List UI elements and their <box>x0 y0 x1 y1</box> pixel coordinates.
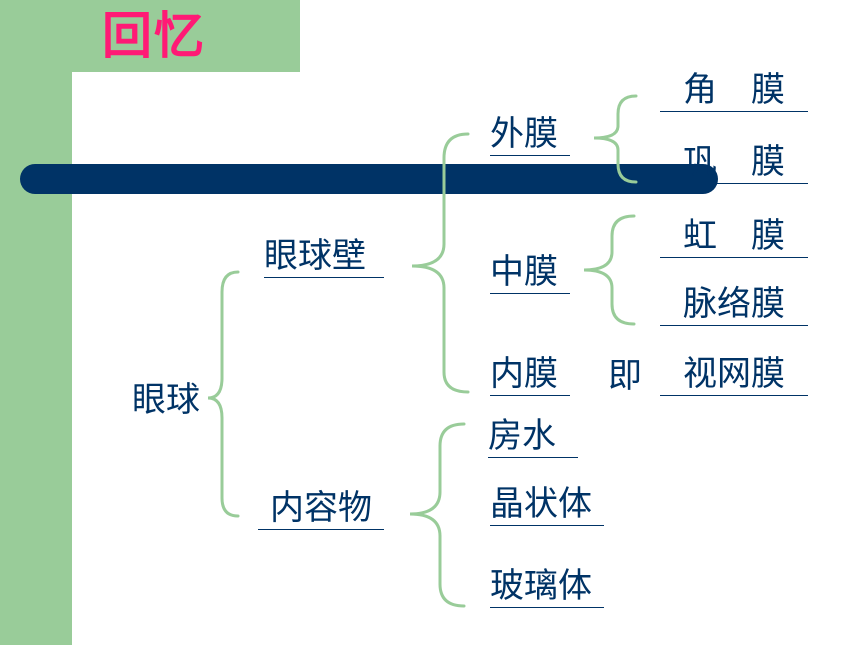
wall-label: 眼球壁 <box>264 236 384 278</box>
outer-part-sclera: 巩 膜 <box>660 142 808 184</box>
outer-part-cornea: 角 膜 <box>660 70 808 112</box>
middle-brace <box>583 214 636 326</box>
slide-title: 回忆 <box>102 7 206 65</box>
wall-brace <box>411 132 470 394</box>
title-divider-bar <box>20 164 718 194</box>
root-label: 眼球 <box>132 380 200 420</box>
contents-part-vitreous: 玻璃体 <box>490 566 604 608</box>
inner-connector: 即 <box>608 356 642 396</box>
outer-brace <box>593 94 638 184</box>
contents-part-aqueous: 房水 <box>488 416 578 458</box>
contents-brace <box>409 422 466 608</box>
root-brace <box>207 270 240 518</box>
inner-label: 内膜 <box>490 354 570 396</box>
outer-label: 外膜 <box>490 114 570 156</box>
middle-part-choroid: 脉络膜 <box>660 284 808 326</box>
middle-part-iris: 虹 膜 <box>660 216 808 258</box>
contents-label: 内容物 <box>258 488 384 530</box>
middle-label: 中膜 <box>490 252 570 294</box>
inner-part-retina: 视网膜 <box>660 354 808 396</box>
contents-part-lens: 晶状体 <box>490 484 604 526</box>
left-green-band <box>0 0 72 645</box>
top-green-band <box>0 0 300 72</box>
